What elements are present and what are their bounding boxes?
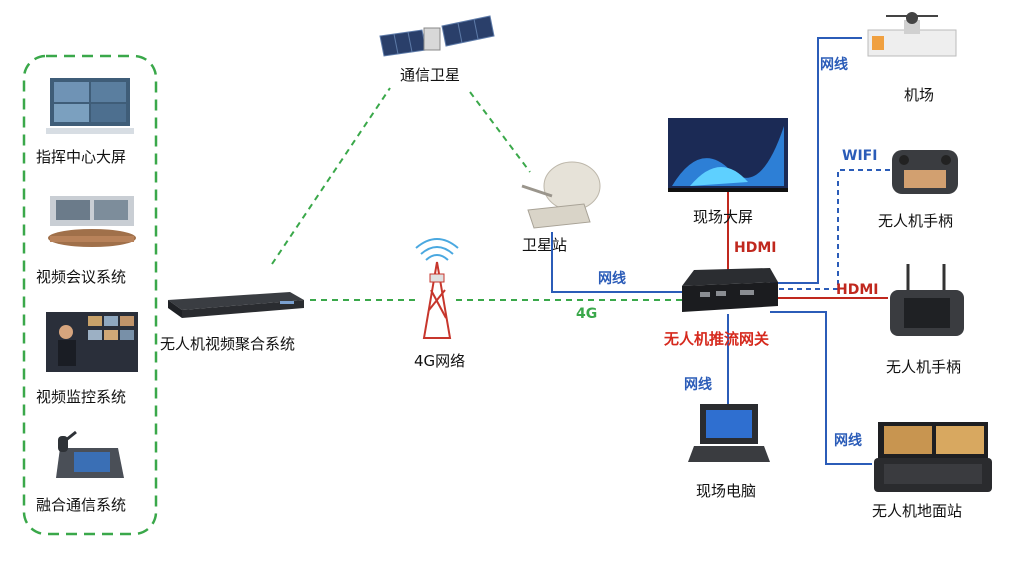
onsite-laptop-icon bbox=[688, 404, 770, 462]
link-station-gateway bbox=[551, 232, 682, 293]
satellite-label: 通信卫星 bbox=[400, 66, 461, 84]
airport-wired-link-label: 网线 bbox=[820, 57, 848, 73]
ground-wired-link-label: 网线 bbox=[834, 433, 862, 449]
command-center-screen-icon bbox=[46, 78, 134, 134]
satellite-dish-icon bbox=[521, 161, 601, 229]
video-conference-icon bbox=[48, 196, 136, 247]
drone-controller-hdmi-icon bbox=[890, 264, 964, 336]
gateway-label: 无人机推流网关 bbox=[664, 330, 770, 348]
4g-link-label: 4G bbox=[576, 306, 598, 322]
onsite-screen-icon bbox=[668, 118, 788, 192]
link-satellite-station bbox=[469, 91, 531, 173]
link-gateway-controller-wifi bbox=[770, 169, 890, 290]
onsite-screen-label: 现场大屏 bbox=[693, 208, 754, 226]
unified-comm-phone-icon bbox=[56, 430, 124, 478]
sat-station-label: 卫星站 bbox=[522, 236, 568, 254]
left-item-label-3: 融合通信系统 bbox=[36, 496, 127, 514]
left-item-label-2: 视频监控系统 bbox=[36, 388, 127, 406]
ground-station-icon bbox=[874, 422, 992, 492]
pc-wired-link-label: 网线 bbox=[684, 377, 712, 393]
airport-label: 机场 bbox=[904, 86, 935, 104]
link-gateway-groundstation bbox=[770, 311, 872, 465]
video-surveillance-icon bbox=[46, 312, 138, 372]
drone-controller-wifi-icon bbox=[892, 150, 958, 194]
ground-station-label: 无人机地面站 bbox=[872, 502, 963, 520]
controller-hdmi-label: 无人机手柄 bbox=[886, 358, 962, 376]
link-gateway-airport bbox=[770, 37, 862, 284]
wifi-link-label: WIFI bbox=[842, 148, 878, 164]
aggregation-label: 无人机视频聚合系统 bbox=[160, 335, 296, 353]
aggregation-server-icon bbox=[168, 292, 304, 318]
tower-4g-label: 4G网络 bbox=[414, 352, 466, 370]
controller-wifi-label: 无人机手柄 bbox=[878, 212, 954, 230]
left-item-label-1: 视频会议系统 bbox=[36, 268, 127, 286]
4g-tower-icon bbox=[415, 238, 459, 339]
left-group-border bbox=[22, 54, 158, 536]
sat-wired-link-label: 网线 bbox=[598, 271, 626, 287]
link-aggregation-satellite bbox=[271, 87, 391, 265]
left-item-label-0: 指挥中心大屏 bbox=[36, 148, 127, 166]
hdmi-screen-link-label: HDMI bbox=[734, 240, 777, 256]
hdmi-controller-link-label: HDMI bbox=[836, 282, 879, 298]
onsite-pc-label: 现场电脑 bbox=[696, 482, 757, 500]
drone-airport-icon bbox=[867, 12, 957, 57]
satellite-icon bbox=[379, 15, 495, 57]
gateway-box-icon bbox=[682, 268, 778, 312]
